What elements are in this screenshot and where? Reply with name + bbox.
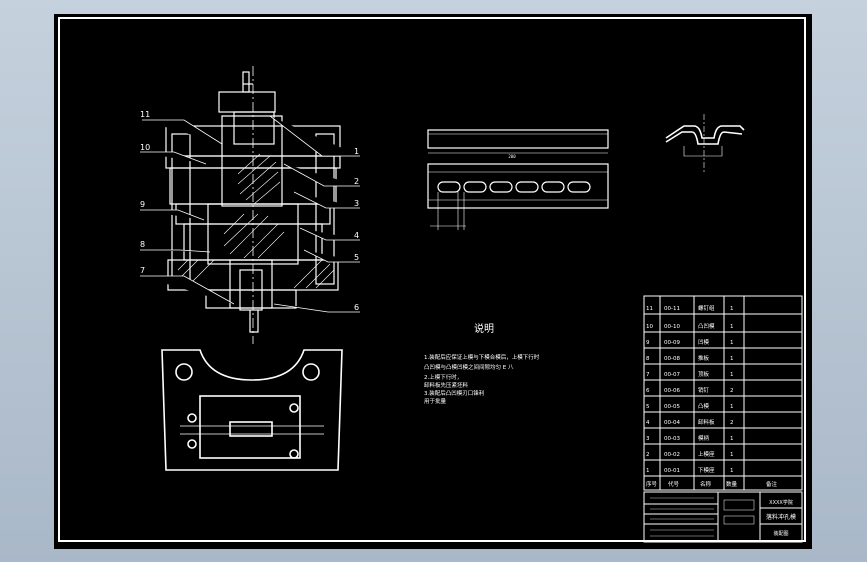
balloon-4: 4: [354, 231, 359, 240]
bom-header-name: 名称: [700, 480, 712, 488]
bom-cell-code: 00-09: [664, 340, 680, 346]
bom-cell-name: 模柄: [698, 434, 710, 442]
balloon-7: 7: [140, 266, 145, 275]
bom-header-qty: 数量: [726, 480, 738, 488]
note-line-2: 凸凹模与凸模凹模之间间隙均匀 E 八: [424, 363, 514, 371]
bom-header-note: 备注: [766, 480, 778, 488]
bom-cell-code: 00-03: [664, 436, 680, 442]
bom-cell-code: 00-01: [664, 468, 680, 474]
bom-cell-no: 1: [646, 468, 650, 474]
bom-cell-no: 7: [646, 372, 650, 378]
bom-cell-no: 10: [646, 324, 653, 330]
notes-body: 1.装配后应保证上模与下模合模后，上模下行时 凸凹模与凸模凹模之间间隙均匀 E …: [424, 353, 540, 405]
bom-cell-code: 00-08: [664, 356, 680, 362]
bom-cell-code: 00-02: [664, 452, 680, 458]
bom-header: 序号 代号 名称 数量 备注: [646, 480, 778, 488]
bom-header-code: 代号: [668, 480, 680, 488]
balloon-3: 3: [354, 199, 359, 208]
balloon-1: 1: [354, 147, 359, 156]
bom-cell-qty: 1: [730, 324, 734, 330]
bom-cell-qty: 1: [730, 452, 734, 458]
balloons-left: 11 10 9 8 7: [140, 110, 150, 275]
bom-cell-qty: 1: [730, 306, 734, 312]
section-hatching: [177, 153, 335, 289]
bom-cell-qty: 2: [730, 388, 734, 394]
bom-cell-name: 凸凹模: [698, 322, 715, 330]
title-sheet: 装配图: [773, 530, 788, 537]
title-block: [643, 491, 803, 543]
bom-cell-code: 00-10: [664, 324, 680, 330]
bom-cell-qty: 1: [730, 372, 734, 378]
balloon-11: 11: [140, 110, 150, 119]
bom-cell-name: 顶板: [698, 370, 710, 378]
balloon-9: 9: [140, 200, 145, 209]
bom-cell-name: 上模座: [698, 450, 715, 458]
notes-title: 说明: [474, 322, 494, 335]
bom-cell-code: 00-04: [664, 420, 680, 426]
bom-cell-name: 销钉: [698, 386, 710, 394]
drawing-frame: [58, 17, 806, 542]
note-line-1: 1.装配后应保证上模与下模合模后，上模下行时: [424, 353, 540, 361]
bom-cell-qty: 1: [730, 404, 734, 410]
note-line-4: 卸料板先压紧坯料: [424, 381, 469, 389]
bom-cell-qty: 1: [730, 356, 734, 362]
drawing-sheet: 11 10 9 8 7 1 2 3 4 5 6: [54, 14, 812, 549]
bom-cell-qty: 2: [730, 420, 734, 426]
bom-cell-code: 00-07: [664, 372, 680, 378]
bom-cell-name: 凸模: [698, 402, 710, 410]
bom-header-no: 序号: [646, 480, 658, 488]
bom-cell-no: 3: [646, 436, 650, 442]
strip-layout: [427, 129, 609, 230]
bom-cell-no: 6: [646, 388, 650, 394]
bom-cell-name: 推板: [698, 354, 710, 362]
strip-dimension: 200: [508, 154, 516, 159]
part-profile: [665, 114, 745, 174]
leader-lines: [140, 115, 360, 313]
bom-cell-no: 8: [646, 356, 650, 362]
bom-cell-qty: 1: [730, 340, 734, 346]
bom-cell-qty: 1: [730, 436, 734, 442]
title-school: XXXX学院: [769, 499, 793, 506]
bom-cell-name: 螺钉组: [698, 304, 715, 312]
bom-cell-name: 下模座: [698, 466, 715, 474]
title-drawing-name: 落料冲孔模: [766, 513, 796, 521]
bom-cell-code: 00-06: [664, 388, 680, 394]
bom-cell-name: 凹模: [698, 338, 710, 346]
bom-cell-no: 4: [646, 420, 650, 426]
balloon-5: 5: [354, 253, 359, 262]
bom-cell-no: 11: [646, 306, 653, 312]
balloon-2: 2: [354, 177, 359, 186]
note-line-3: 2.上模下行时，: [424, 373, 462, 381]
bom-cell-code: 00-05: [664, 404, 680, 410]
drawing-canvas: 11 10 9 8 7 1 2 3 4 5 6: [58, 17, 806, 543]
bom-cell-code: 00-11: [664, 306, 680, 312]
bom-cell-name: 卸料板: [698, 418, 715, 426]
plan-view: [161, 349, 343, 471]
section-view: [165, 66, 341, 344]
balloons-right: 1 2 3 4 5 6: [354, 147, 359, 312]
bom-cell-no: 9: [646, 340, 650, 346]
bom-cell-no: 2: [646, 452, 650, 458]
note-line-5: 3.装配后凸凹模刃口锋利: [424, 389, 484, 397]
bom-cell-qty: 1: [730, 468, 734, 474]
bom-table: [643, 295, 803, 491]
bom-cell-no: 5: [646, 404, 650, 410]
balloon-10: 10: [140, 143, 150, 152]
note-line-6: 用于批量: [424, 397, 447, 405]
balloon-6: 6: [354, 303, 359, 312]
balloon-8: 8: [140, 240, 145, 249]
